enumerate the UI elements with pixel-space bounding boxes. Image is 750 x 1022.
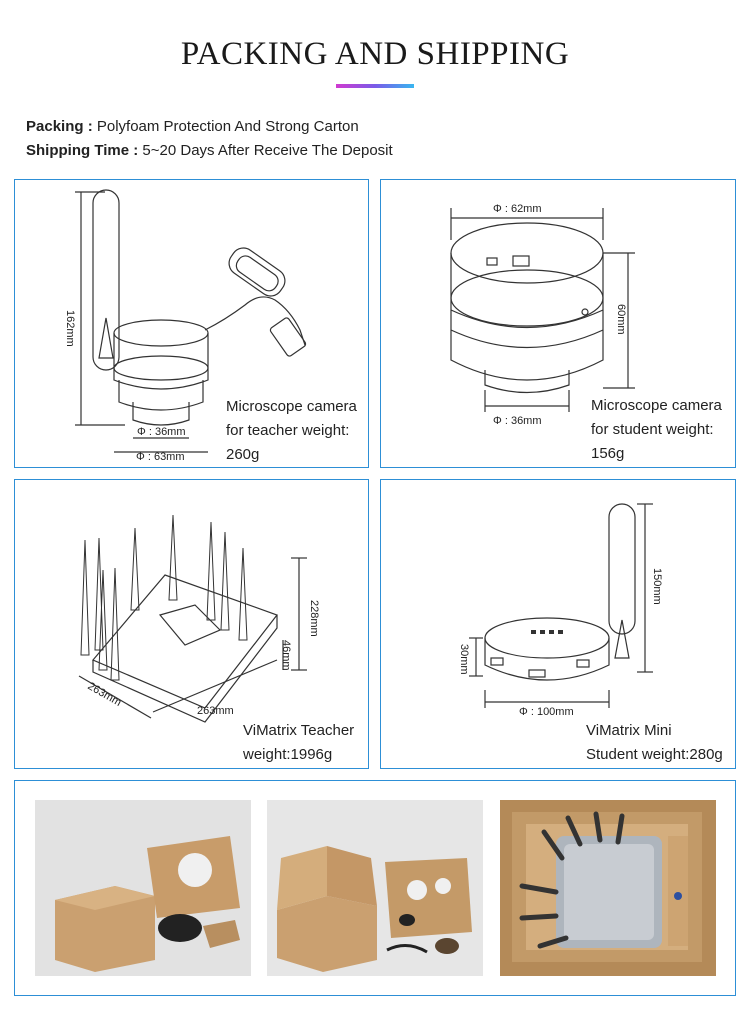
caption-line: 260g bbox=[226, 446, 260, 463]
teacher-body-height: 46mm bbox=[280, 640, 292, 671]
photo-packaged-teacher-box-image bbox=[500, 800, 716, 976]
packing-value: Polyfoam Protection And Strong Carton bbox=[96, 118, 359, 135]
caption-line: for student weight: bbox=[591, 421, 714, 438]
teacher-camera-caption: Microscope camera for teacher weight: 26… bbox=[226, 395, 357, 467]
shipping-line: Shipping Time : 5~20 Days After Receive … bbox=[26, 142, 393, 159]
teacher-camera-height: 162mm bbox=[64, 310, 76, 347]
teacher-camera-inner-dia: Φ : 36mm bbox=[137, 426, 186, 438]
mini-body-height: 30mm bbox=[458, 644, 470, 675]
caption-line: Microscope camera bbox=[591, 397, 722, 414]
mini-indicator-lights bbox=[531, 630, 563, 634]
shipping-value: 5~20 Days After Receive The Deposit bbox=[142, 142, 393, 159]
teacher-camera-drawing: 162mm Φ : 36mm Φ : 63mm bbox=[64, 189, 307, 463]
photo-packaged-mini bbox=[267, 800, 483, 976]
photo-packaged-camera bbox=[35, 800, 251, 976]
caption-line: Microscope camera bbox=[226, 398, 357, 415]
photo-packaged-mini-image bbox=[267, 800, 483, 976]
title-underline bbox=[336, 84, 414, 88]
teacher-total-height: 228mm bbox=[308, 600, 320, 637]
panel-student-camera: Φ : 62mm 60mm Φ : 36mm Microscope camera… bbox=[380, 179, 736, 468]
mini-antenna-height: 150mm bbox=[651, 568, 663, 605]
packing-line: Packing : Polyfoam Protection And Strong… bbox=[26, 118, 359, 135]
student-camera-top-dia: Φ : 62mm bbox=[493, 203, 542, 215]
packing-label: Packing : bbox=[26, 118, 93, 135]
student-camera-caption: Microscope camera for student weight: 15… bbox=[591, 394, 722, 466]
teacher-width: 263mm bbox=[197, 705, 234, 717]
student-camera-height: 60mm bbox=[615, 304, 627, 335]
photo-packaged-teacher-box bbox=[500, 800, 716, 976]
caption-line: Student weight:280g bbox=[586, 746, 723, 763]
panel-teacher-camera: 162mm Φ : 36mm Φ : 63mm Microscope camer… bbox=[14, 179, 369, 468]
student-camera-drawing: Φ : 62mm 60mm Φ : 36mm bbox=[450, 203, 635, 427]
mini-diameter: Φ : 100mm bbox=[519, 706, 574, 718]
page-title: PACKING AND SHIPPING bbox=[180, 36, 570, 72]
vimatrix-mini-drawing: 150mm 30mm Φ : 100mm bbox=[458, 503, 663, 718]
panel-packaging-photos bbox=[14, 780, 736, 996]
photo-packaged-camera-image bbox=[35, 800, 251, 976]
caption-line: weight:1996g bbox=[243, 746, 333, 763]
panel-vimatrix-mini: 150mm 30mm Φ : 100mm ViMatrix Mini Stude… bbox=[380, 479, 736, 769]
vimatrix-teacher-drawing: 228mm 46mm 263mm 263mm bbox=[78, 514, 320, 723]
caption-line: ViMatrix Teacher bbox=[243, 722, 355, 739]
teacher-depth: 263mm bbox=[86, 680, 124, 709]
student-camera-bottom-dia: Φ : 36mm bbox=[493, 415, 542, 427]
caption-line: 156g bbox=[591, 445, 625, 462]
caption-line: ViMatrix Mini bbox=[586, 722, 672, 739]
teacher-camera-outer-dia: Φ : 63mm bbox=[136, 451, 185, 463]
caption-line: for teacher weight: bbox=[226, 422, 350, 439]
vimatrix-mini-caption: ViMatrix Mini Student weight:280g bbox=[586, 719, 723, 767]
panel-vimatrix-teacher: 228mm 46mm 263mm 263mm ViMatrix Teacher … bbox=[14, 479, 369, 769]
shipping-label: Shipping Time : bbox=[26, 142, 139, 159]
vimatrix-teacher-caption: ViMatrix Teacher weight:1996g bbox=[243, 719, 354, 767]
